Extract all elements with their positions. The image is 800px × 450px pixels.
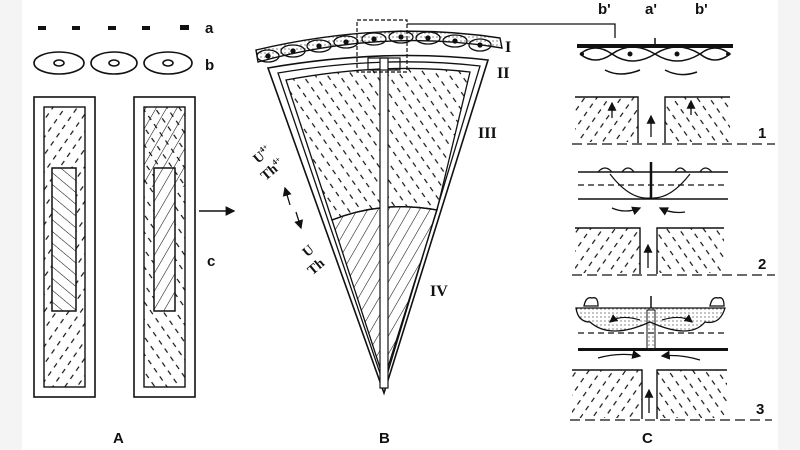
zone-i-label: I [505, 39, 511, 56]
legend-c-label: c [207, 253, 215, 270]
stage-1: 1 [572, 96, 775, 145]
label-b-prime-left: b' [598, 1, 611, 18]
panel-b: I II III IV U4+ Th4+ U Th B [251, 19, 616, 447]
panel-b-label: B [379, 430, 390, 447]
panel-a: a b c A [33, 20, 236, 447]
figure-canvas: a b c A [22, 0, 778, 450]
stage-2: 2 [572, 162, 775, 276]
legend-b-crystals [33, 51, 193, 75]
zone-ii-label: II [497, 65, 509, 82]
connector-line [407, 23, 616, 38]
legend-a-dashes [38, 25, 189, 30]
stage-3: 3 [570, 296, 772, 421]
stage-1-label: 1 [758, 125, 766, 142]
zone-iv-label: IV [430, 283, 448, 300]
panel-c: b' a' b' [570, 1, 775, 447]
stage-2-label: 2 [758, 256, 766, 273]
legend-b-label: b [205, 57, 214, 74]
crust-crystals [256, 30, 492, 63]
panel-c-label: C [642, 430, 653, 447]
column-right [133, 96, 196, 398]
zone-iii-label: III [478, 125, 497, 142]
legend-a-label: a [205, 20, 214, 37]
panel-a-label: A [113, 430, 124, 447]
arrow-up-icon [282, 186, 292, 206]
crust-detail [577, 38, 733, 76]
zoom-box [356, 19, 408, 73]
column-left [33, 96, 96, 398]
stage-3-label: 3 [756, 401, 764, 418]
label-b-prime-right: b' [695, 1, 708, 18]
arrow-down-icon [294, 211, 304, 230]
label-a-prime: a' [645, 1, 657, 18]
